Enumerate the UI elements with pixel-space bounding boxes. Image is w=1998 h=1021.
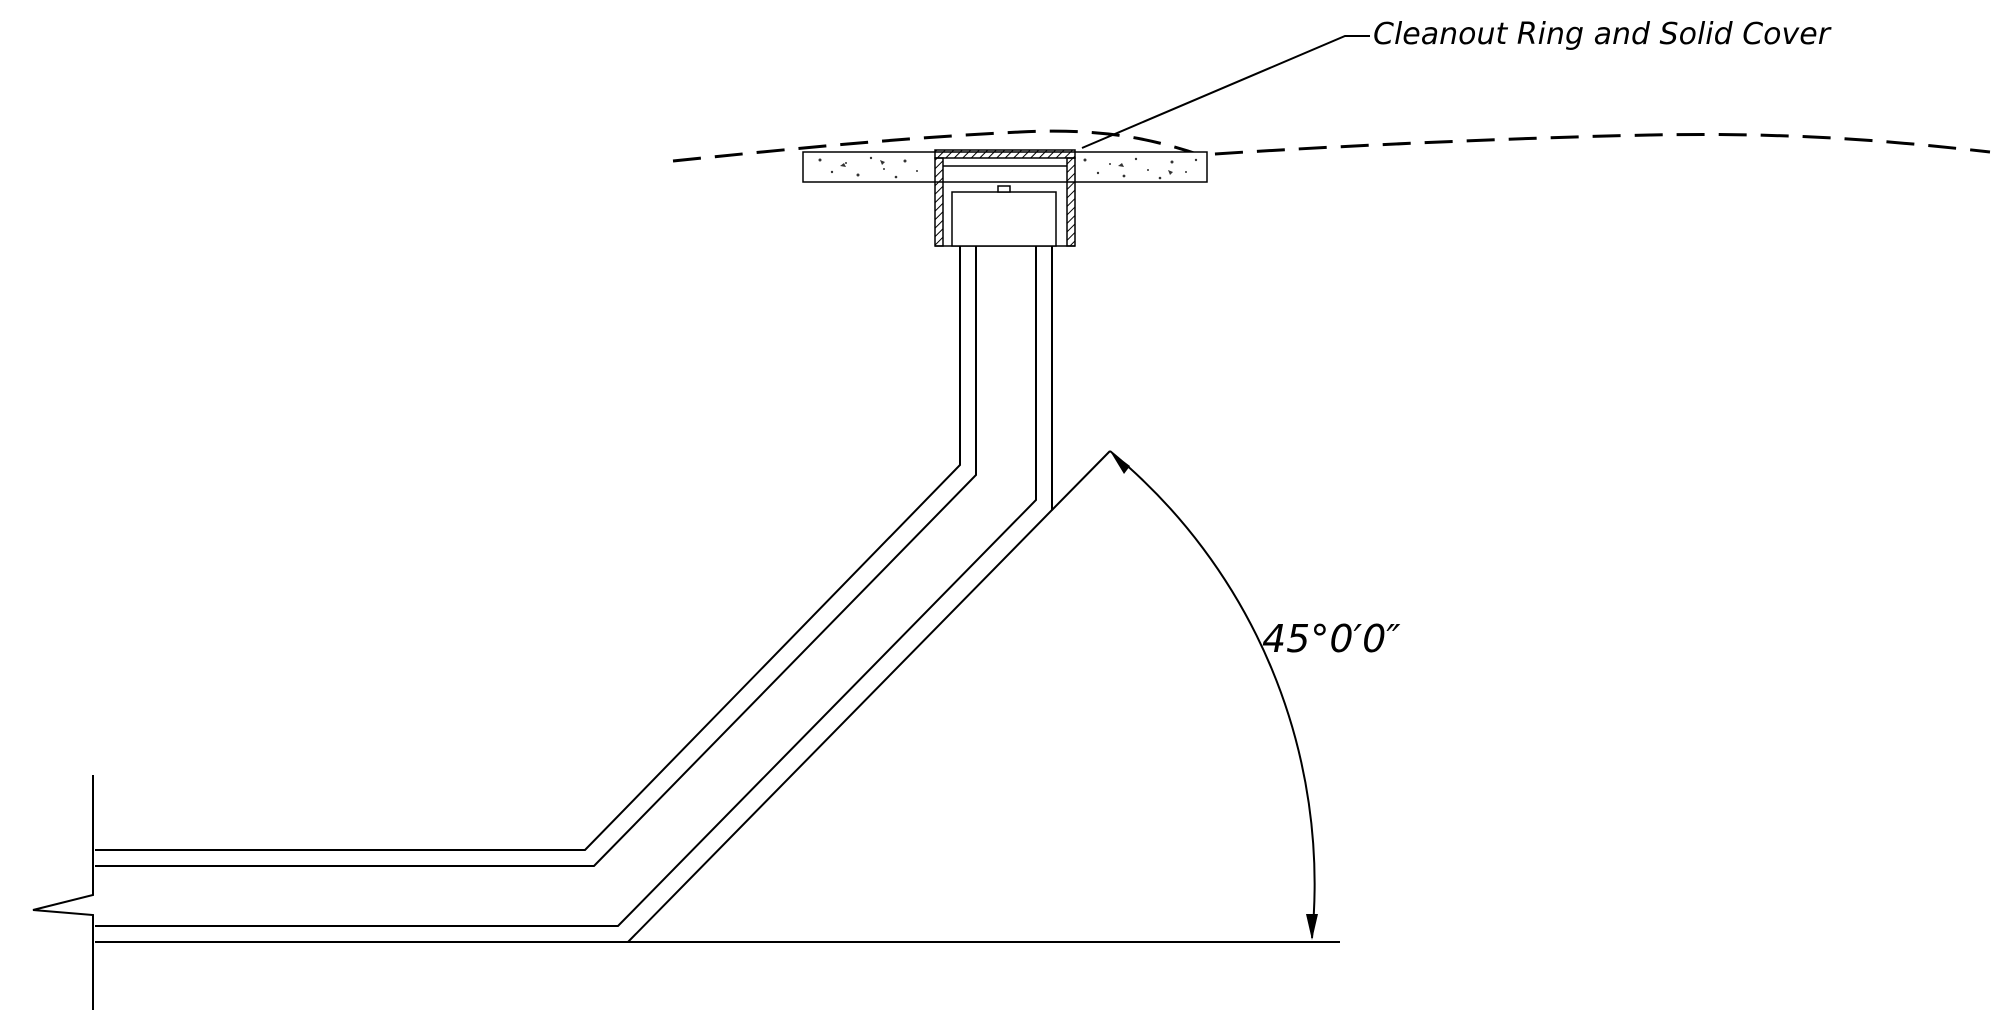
angle-label: 45°0′0″ [1262, 617, 1401, 661]
ground-surface-line [672, 129, 1991, 163]
angle-dimension [1109, 450, 1318, 940]
angle-extension-line [1051, 450, 1111, 511]
concrete-aggregate [818, 156, 1198, 180]
pipe-break-line [32, 775, 94, 1010]
cleanout-callout-label: Cleanout Ring and Solid Cover [1373, 17, 1832, 52]
cleanout-plug [951, 185, 1057, 247]
callout-leader [1081, 35, 1370, 149]
cleanout-pipe [95, 246, 1053, 943]
